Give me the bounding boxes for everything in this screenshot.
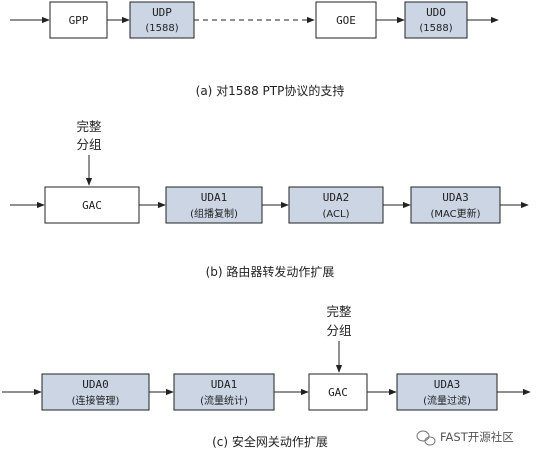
watermark: FAST开源社区: [416, 430, 514, 446]
caption-c: (c) 安全网关动作扩展: [212, 434, 328, 449]
box-uda3-c-sub: (流量过滤): [423, 394, 471, 407]
box-gpp-label: GPP: [69, 14, 89, 27]
box-udo-sub: (1588): [419, 23, 452, 34]
box-uda0-c: [41, 373, 150, 411]
box-gac-c: [308, 373, 368, 411]
part-c: 完整 分组 UDA0 (连接管理) UDA1 (流量统计) GAC UDA3 (…: [2, 304, 531, 449]
caption-b: (b) 路由器转发动作扩展: [206, 264, 335, 279]
note-c-line2: 分组: [326, 323, 351, 338]
box-udp: [129, 1, 195, 39]
box-gac-b-label: GAC: [82, 199, 102, 212]
note-c-line1: 完整: [326, 304, 352, 319]
box-uda3-b-sub: (MAC更新): [430, 207, 480, 220]
caption-a: (a) 对1588 PTP协议的支持: [196, 83, 345, 98]
box-uda2-b-label: UDA2: [323, 191, 350, 204]
box-uda2-b-sub: (ACL): [322, 209, 349, 220]
box-udo-label: UDO: [426, 6, 446, 19]
note-b-line2: 分组: [76, 137, 101, 152]
box-uda1-b: [165, 186, 263, 224]
box-uda3-c: [396, 373, 498, 411]
box-gac-b: [44, 186, 140, 224]
box-goe-label: GOE: [336, 14, 356, 27]
box-udp-sub: (1588): [145, 23, 178, 34]
box-uda2-b: [288, 186, 384, 224]
box-uda3-b: [410, 186, 501, 224]
box-uda3-b-label: UDA3: [442, 191, 469, 204]
box-udp-label: UDP: [152, 6, 172, 19]
note-b-line1: 完整: [76, 119, 102, 134]
part-b: 完整 分组 GAC UDA1 (组播复制) UDA2 (ACL) UDA3 (M…: [10, 119, 529, 279]
box-uda1-c-label: UDA1: [211, 378, 238, 391]
box-uda1-b-sub: (组播复制): [190, 207, 238, 220]
box-goe: [315, 1, 377, 39]
box-uda3-c-label: UDA3: [434, 378, 461, 391]
box-uda0-c-label: UDA0: [82, 378, 109, 391]
wechat-icon: [416, 430, 436, 446]
box-uda0-c-sub: (连接管理): [72, 394, 120, 407]
box-uda1-c-sub: (流量统计): [200, 394, 248, 407]
watermark-text: FAST开源社区: [440, 430, 514, 444]
box-gac-c-label: GAC: [328, 386, 348, 399]
box-uda1-b-label: UDA1: [201, 191, 228, 204]
part-a: GPP UDP (1588) GOE UDO (1588) (a) 对1588 …: [10, 1, 499, 98]
